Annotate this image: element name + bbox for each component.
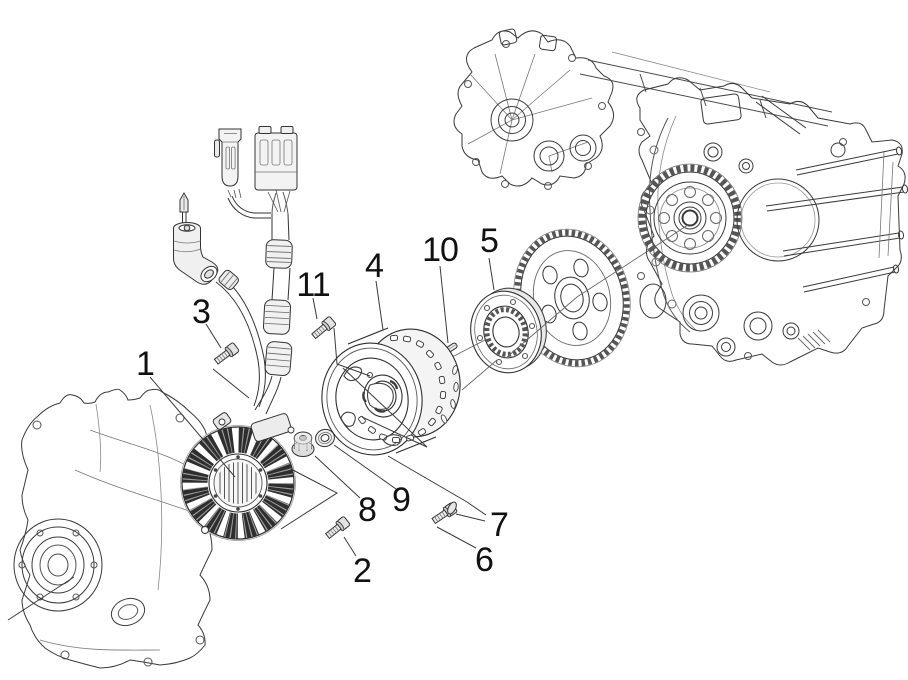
leader-11	[312, 297, 318, 320]
leader-3b	[212, 368, 250, 399]
part-label-7: 7	[490, 506, 509, 544]
bolt-11	[309, 315, 337, 342]
part-label-5: 5	[480, 222, 499, 260]
cylinder-studs	[765, 146, 908, 293]
leader-3	[205, 323, 222, 349]
leader-2	[343, 536, 357, 557]
leader-lines	[7, 257, 495, 621]
stator-bracket	[280, 468, 338, 530]
primary-gear	[637, 163, 743, 273]
connector-large	[254, 126, 298, 191]
crankcase-left-half	[453, 28, 614, 190]
leader-8	[314, 455, 361, 499]
leader-7b	[455, 513, 486, 522]
leader-11b	[333, 327, 371, 377]
bolt-2	[323, 515, 352, 541]
flywheel-rotor	[321, 327, 461, 456]
leader-4	[375, 280, 384, 331]
part-label-1: 1	[136, 345, 155, 383]
wiring-harness	[173, 126, 298, 415]
part-label-6: 6	[475, 541, 494, 579]
cable-sleeve	[262, 213, 293, 376]
leader-9	[333, 444, 397, 490]
flywheel-rim-holes	[358, 334, 447, 444]
bolt-3	[212, 341, 241, 367]
flange-nut	[291, 431, 315, 457]
crankcase-cover	[13, 388, 213, 669]
part-label-8: 8	[358, 491, 377, 529]
flywheel-vline-a	[342, 367, 428, 448]
part-label-3: 3	[192, 293, 211, 331]
washer-7	[447, 501, 457, 515]
assembly-axis-lines	[451, 224, 689, 391]
cover-leader	[7, 576, 75, 621]
leader-5	[488, 257, 495, 291]
part-label-10: 10	[422, 231, 459, 269]
connector-small	[214, 128, 242, 187]
leader-6	[436, 526, 477, 549]
leader-10	[439, 265, 449, 344]
part-label-9: 9	[392, 481, 411, 519]
part-label-4: 4	[365, 247, 384, 285]
leader-1	[149, 376, 236, 478]
spade-terminal	[179, 191, 189, 223]
spark-plug-cap	[173, 222, 219, 285]
leader-7	[387, 455, 487, 516]
spring-washer	[315, 428, 335, 448]
crankcase-assembly	[453, 28, 908, 366]
flywheel-vline-b	[361, 416, 428, 448]
part-label-11: 11	[296, 266, 330, 304]
part-label-2: 2	[353, 552, 372, 590]
cable-ferrule	[218, 269, 239, 291]
stator	[180, 412, 296, 541]
crankcase-right-half	[636, 77, 908, 366]
